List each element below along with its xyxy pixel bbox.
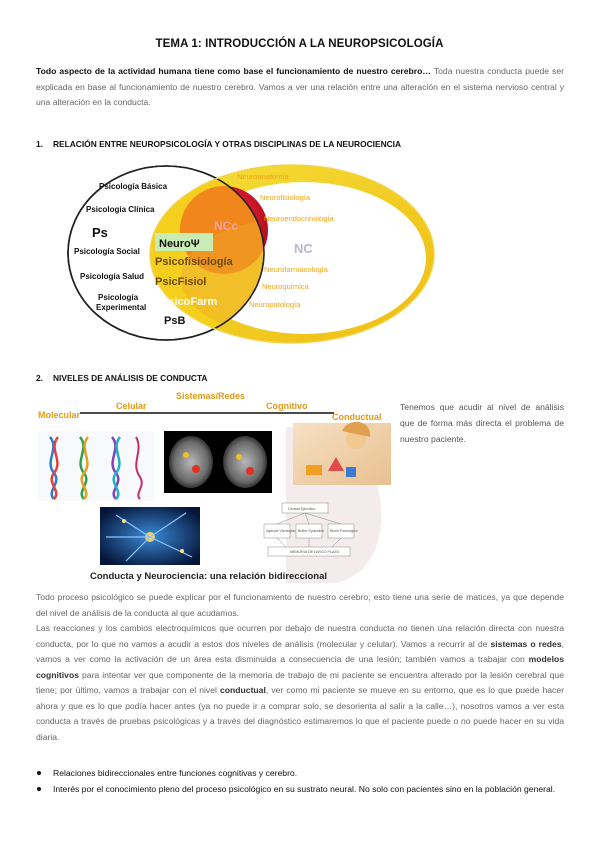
right-item-2: Neuroendocrinología (264, 214, 334, 223)
section-2-title: NIVELES DE ANÁLISIS DE CONDUCTA (53, 373, 208, 383)
p2-bold-modelos: modelos cognitivos (36, 654, 564, 680)
center-item-4: PsB (164, 315, 185, 327)
p2-part-a: Las reacciones y los cambios electroquím… (36, 623, 564, 649)
level-sistemas: Sistemas/Redes (176, 391, 245, 401)
venn-svg: Psicología Básica Psicología Clínica Ps … (67, 164, 435, 344)
child-playing-image (293, 421, 391, 485)
wm-long-term: MEMORIA DE LARGO PLAZO (290, 550, 340, 554)
bullet-item-2: Interés por el conocimiento pleno del pr… (36, 782, 564, 797)
page-title: TEMA 1: INTRODUCCIÓN A LA NEUROPSICOLOGÍ… (155, 38, 444, 50)
section-2-number: 2. (36, 373, 43, 383)
ncc-label: NCc (214, 219, 238, 233)
intro-lead: Todo aspecto de la actividad humana tien… (36, 66, 431, 76)
intro-paragraph: Todo aspecto de la actividad humana tien… (36, 64, 564, 111)
p2-part-e: , ver como mi paciente se mueve en su en… (36, 685, 564, 742)
neuron-network-image (100, 507, 200, 565)
center-item-0: NeuroΨ (159, 238, 200, 250)
body-paragraph-1: Todo proceso psicológico se puede explic… (36, 592, 564, 618)
section-1-heading: 1. RELACIÓN ENTRE NEUROPSICOLOGÍA Y OTRAS… (36, 139, 401, 149)
levels-svg: Molecular Celular Sistemas/Redes Cogniti… (38, 391, 391, 583)
right-item-3: Neurofarmacología (264, 265, 329, 274)
left-item-4: Psicología (98, 293, 139, 302)
level-molecular: Molecular (38, 410, 81, 420)
left-item-0: Psicología Básica (99, 182, 168, 191)
side-note: Tenemos que acudir al nivel de análisis … (400, 402, 564, 444)
body-paragraph-2: Las reacciones y los cambios electroquím… (36, 621, 564, 745)
nc-label: NC (294, 241, 313, 256)
right-item-4: Neuroquímica (262, 282, 310, 291)
section-1-number: 1. (36, 139, 43, 149)
levels-figure: Molecular Celular Sistemas/Redes Cogniti… (36, 387, 392, 583)
left-item-3: Psicología Salud (80, 272, 144, 281)
brain-mri-image (164, 431, 272, 493)
ps-label: Ps (92, 225, 108, 240)
working-memory-model: Central Ejecutivo Agenda Visoespacial Bu… (263, 502, 358, 557)
intro-rest: Toda nuestra conducta puede ser explicad… (36, 66, 564, 107)
left-item-5: Experimental (96, 303, 146, 312)
center-item-3: PsicoFarm (161, 296, 217, 308)
center-item-2: PsicFisiol (155, 276, 206, 288)
right-item-5: Neuropatología (249, 300, 301, 309)
p2-bold-sistemas: sistemas o redes (490, 638, 562, 649)
level-conductual: Conductual (332, 412, 382, 422)
center-item-1: Psicofisiología (155, 256, 234, 268)
p2-bold-conductual: conductual (220, 685, 266, 695)
section-2-heading: 2. NIVELES DE ANÁLISIS DE CONDUCTA (36, 373, 207, 383)
dna-image (38, 431, 154, 501)
p2-part-d: para intentar ver que componente de la m… (36, 669, 564, 696)
p2-part-c: , vamos a ver como la activación de un á… (36, 638, 564, 665)
wm-buffer: Buffer Episódico (298, 529, 324, 533)
bullet-item-1: Relaciones bidireccionales entre funcion… (36, 766, 564, 781)
wm-agenda: Agenda Visoespacial (266, 529, 300, 533)
neuropsi-box (155, 233, 213, 251)
section-1-title: RELACIÓN ENTRE NEUROPSICOLOGÍA Y OTRAS D… (53, 139, 402, 149)
right-item-0: Neuroanatomía (237, 172, 290, 181)
wm-central: Central Ejecutivo (288, 507, 315, 511)
left-item-1: Psicología Clínica (86, 205, 155, 214)
wm-bucle: Bucle Fonológico (330, 529, 358, 533)
figure-caption: Conducta y Neurociencia: una relación bi… (90, 571, 327, 582)
level-celular: Celular (116, 401, 147, 411)
left-item-2: Psicología Social (74, 247, 140, 256)
body-text: Todo proceso psicológico se puede explic… (36, 590, 564, 745)
bullet-list: Relaciones bidireccionales entre funcion… (36, 766, 564, 798)
right-item-1: Neurofisiología (260, 193, 311, 202)
venn-diagram: Psicología Básica Psicología Clínica Ps … (66, 158, 466, 348)
level-cognitivo: Cognitivo (266, 401, 308, 411)
